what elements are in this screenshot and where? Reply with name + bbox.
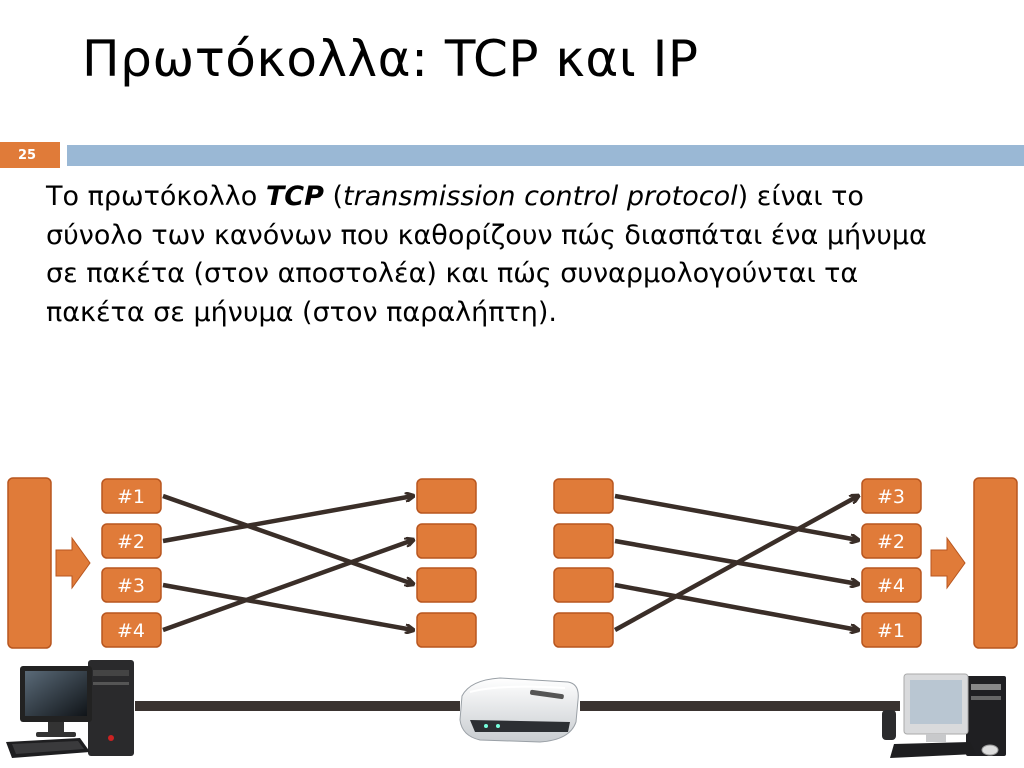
receiver-packet-3: #3 [861, 478, 922, 514]
original-message-block [7, 477, 52, 649]
router-icon [459, 677, 579, 743]
sender-packet-4: #4 [101, 612, 162, 648]
text-part1: Το πρωτόκολλο [46, 181, 266, 212]
transit-slot [416, 478, 477, 514]
split-arrow-icon [55, 536, 91, 590]
transit-slot [416, 523, 477, 559]
text-part2: ( [323, 181, 344, 212]
tcp-expansion: transmission control protocol [343, 181, 738, 212]
transit-slot [416, 567, 477, 603]
svg-text:#4: #4 [117, 620, 145, 642]
routing-arrows-right [613, 496, 858, 630]
svg-text:#2: #2 [877, 531, 905, 553]
svg-text:#3: #3 [117, 575, 145, 597]
svg-text:#2: #2 [117, 531, 145, 553]
slide-number: 25 [0, 142, 60, 168]
transit-slot [553, 523, 614, 559]
sender-computer-icon [6, 660, 134, 758]
tcp-term: TCP [265, 181, 324, 212]
transit-slot [416, 612, 477, 648]
routing-arrows-left [162, 496, 413, 630]
transit-slot [553, 612, 614, 648]
sender-packet-3: #3 [101, 567, 162, 603]
text-rest: είναι το σύνολο των κανόνων που καθορίζο… [46, 181, 927, 328]
text-part3: ) [737, 181, 749, 212]
receiver-packet-2: #2 [861, 523, 922, 559]
receiver-computer-icon [882, 673, 1006, 758]
sender-packet-1: #1 [101, 478, 162, 514]
receiver-packet-1: #1 [861, 612, 922, 648]
svg-text:#3: #3 [877, 486, 905, 508]
svg-text:#1: #1 [877, 620, 905, 642]
sender-packet-2: #2 [101, 523, 162, 559]
reassembled-message-block [973, 477, 1018, 649]
description-paragraph: Το πρωτόκολλο TCP (transmission control … [46, 178, 946, 332]
page-title: Πρωτόκολλα: TCP και IP [82, 30, 699, 88]
svg-text:#4: #4 [877, 575, 905, 597]
transit-slot [553, 478, 614, 514]
transit-slot [553, 567, 614, 603]
assemble-arrow-icon [930, 536, 966, 590]
svg-text:#1: #1 [117, 486, 145, 508]
header-divider-bar [67, 145, 1024, 166]
packet-diagram: #1 #2 #3 #4 #3 #2 #4 #1 [6, 477, 1018, 758]
receiver-packet-4: #4 [861, 567, 922, 603]
